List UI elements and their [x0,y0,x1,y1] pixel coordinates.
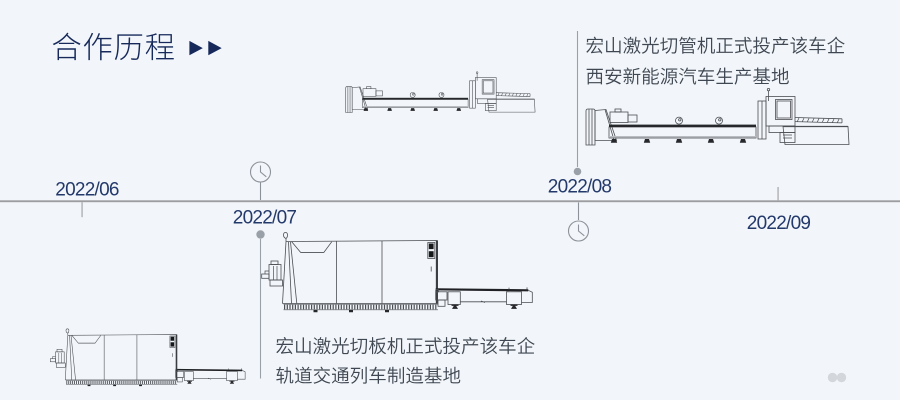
svg-text:2022/07: 2022/07 [233,208,297,229]
svg-text:2022/06: 2022/06 [55,180,119,201]
svg-text:2022/08: 2022/08 [548,176,612,197]
svg-text:2022/09: 2022/09 [747,213,811,234]
